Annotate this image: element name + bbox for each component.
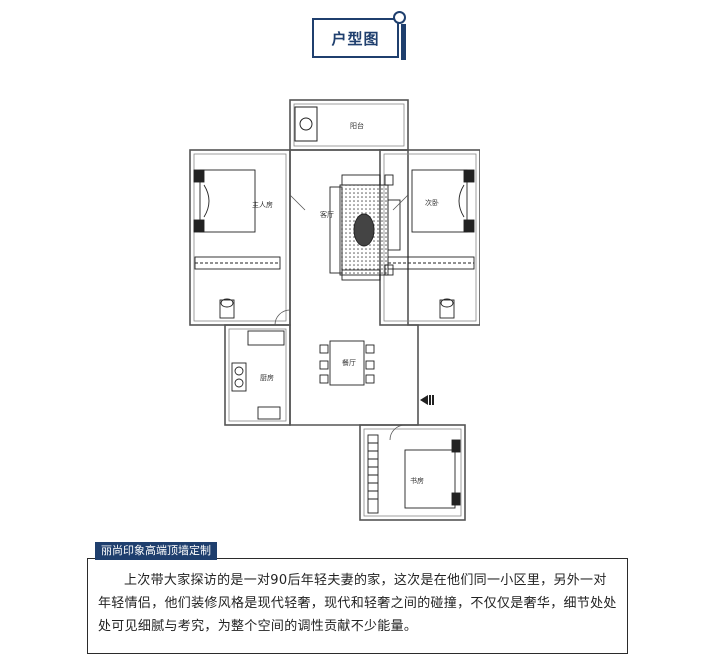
- floorplan-title-badge: 户型图: [312, 11, 406, 60]
- room-label-dining-room: 餐厅: [342, 358, 356, 367]
- floor-plan-drawing: 阳台 主人房 客厅 次卧 餐厅 厨房 书房: [189, 99, 480, 521]
- study-walls: [359, 424, 466, 521]
- caption-box: 上次带大家探访的是一对90后年轻夫妻的家，这次是在他们同一小区里，另外一对年轻情…: [87, 558, 628, 654]
- kitchen-walls: [224, 324, 291, 426]
- caption-body: 上次带大家探访的是一对90后年轻夫妻的家，这次是在他们同一小区里，另外一对年轻情…: [98, 573, 617, 634]
- room-label-study: 书房: [410, 476, 424, 485]
- page-title: 户型图: [331, 30, 380, 48]
- room-label-balcony: 阳台: [350, 121, 364, 130]
- badge-pin-icon: [393, 11, 406, 24]
- caption-tab: 丽尚印象高端顶墙定制: [95, 542, 217, 560]
- room-label-second-bedroom: 次卧: [425, 198, 439, 207]
- room-label-living-room: 客厅: [320, 210, 334, 219]
- floor-plan: 阳台 主人房 客厅 次卧 餐厅 厨房 书房: [180, 95, 480, 530]
- master-bedroom-walls: [189, 149, 291, 326]
- badge-accent-bar: [401, 24, 406, 60]
- room-label-master-bedroom: 主人房: [252, 200, 273, 209]
- room-label-kitchen: 厨房: [260, 373, 274, 382]
